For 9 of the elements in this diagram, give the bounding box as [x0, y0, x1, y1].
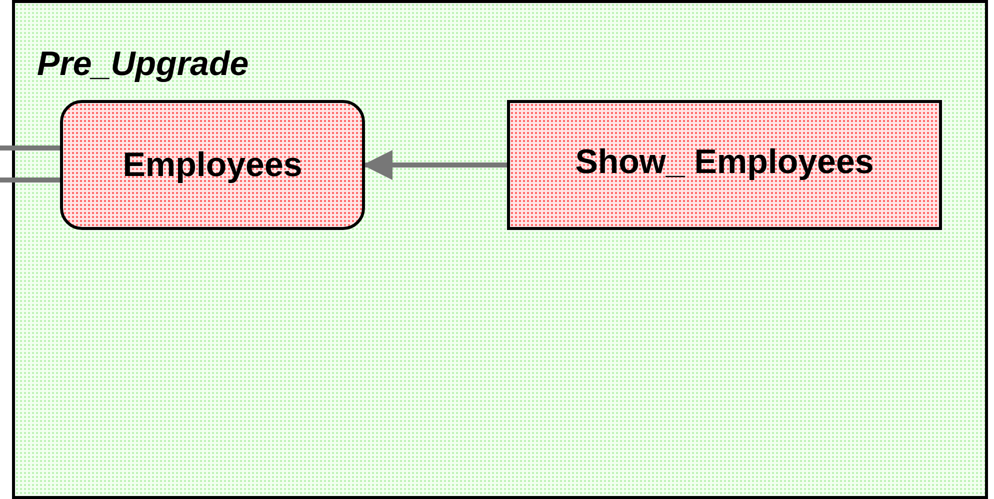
group-title: Pre_Upgrade: [37, 45, 249, 84]
arrow: [362, 150, 507, 180]
view-box: [507, 100, 942, 230]
connector-line: [0, 146, 60, 150]
node-label: Employees: [122, 146, 302, 184]
table-box: [60, 100, 365, 230]
group-frame: [12, 0, 988, 499]
node-label: Show_ Employees: [575, 143, 874, 182]
connector-line: [0, 178, 60, 182]
